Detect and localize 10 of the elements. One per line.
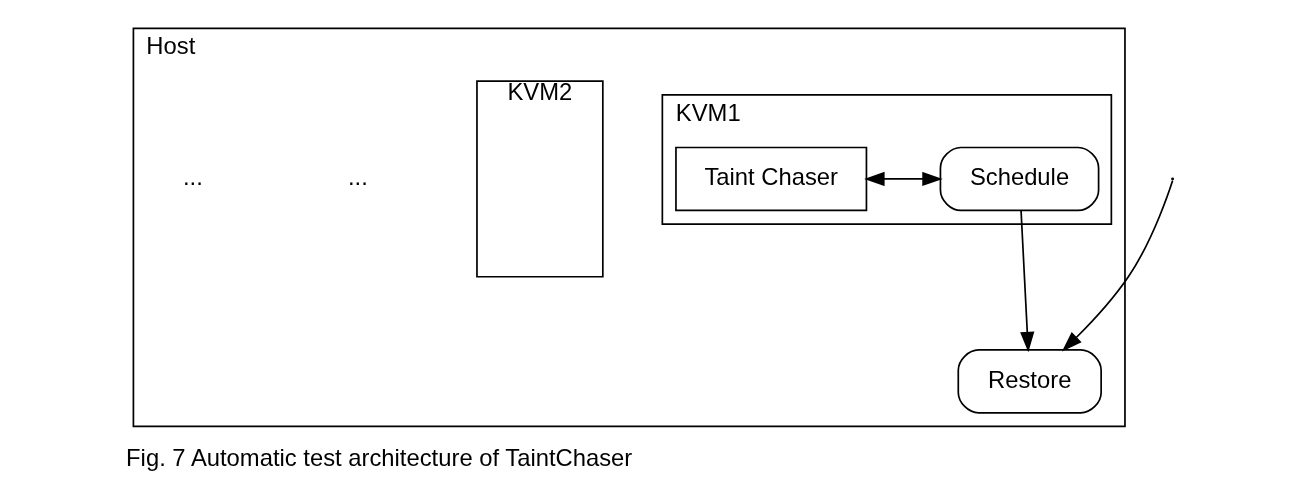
node-box: Restore — [956, 349, 1102, 414]
arrow — [863, 171, 943, 187]
arrow — [1019, 209, 1034, 353]
label: ... — [182, 163, 203, 191]
caption: Fig. 7 Automatic test architecture of TaintChaser — [125, 443, 632, 471]
arrow — [1061, 180, 1173, 352]
node-box: Taint Chaser — [674, 146, 867, 212]
label: ... — [347, 163, 368, 191]
node-box: KVM2 — [475, 80, 604, 278]
node-box: Schedule — [939, 146, 1099, 212]
